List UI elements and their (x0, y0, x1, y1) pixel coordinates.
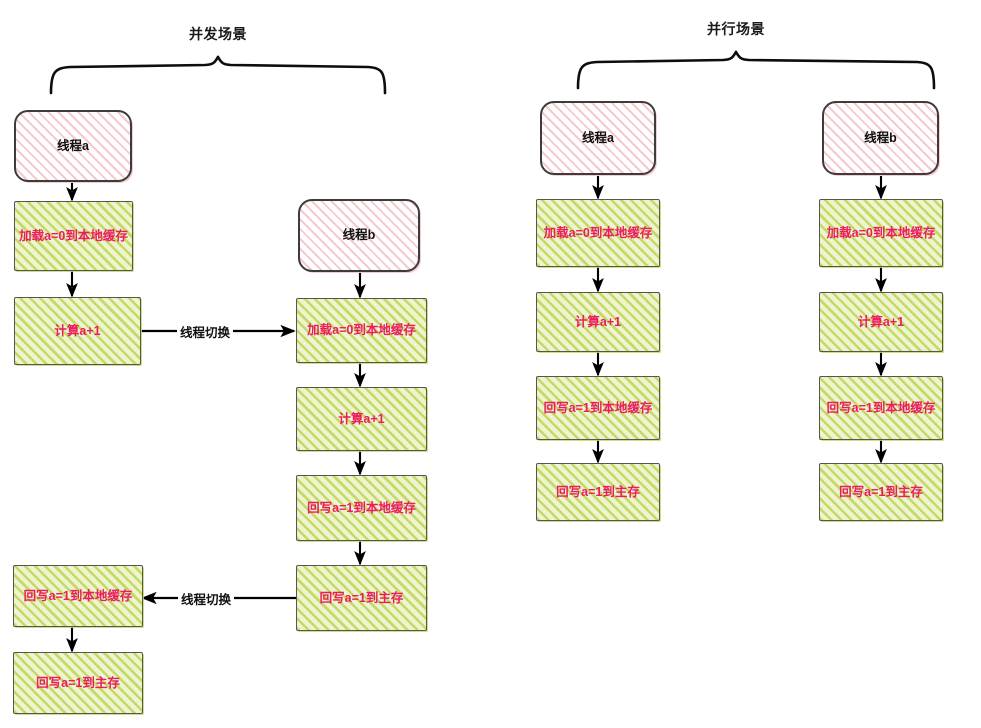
node-label: 线程a (57, 138, 89, 153)
thread-switch-label-bottom: 线程切换 (178, 589, 235, 608)
brace-parallel (576, 50, 936, 90)
node-label: 回写a=1到本地缓存 (543, 400, 653, 415)
node-label: 回写a=1到主存 (36, 675, 120, 690)
node-label: 回写a=1到主存 (839, 484, 923, 499)
concurrent-a-writecache-node[interactable]: 回写a=1到本地缓存 (13, 565, 143, 627)
node-label: 加载a=0到本地缓存 (307, 323, 416, 338)
parallel-b-compute-node[interactable]: 计算a+1 (819, 292, 943, 352)
node-label: 加载a=0到本地缓存 (543, 225, 653, 240)
node-label: 计算a+1 (857, 314, 905, 329)
node-label: 计算a+1 (574, 314, 622, 329)
parallel-a-load-node[interactable]: 加载a=0到本地缓存 (536, 199, 660, 267)
node-label: 回写a=1到本地缓存 (826, 400, 936, 415)
section-title-parallel: 并行场景 (707, 21, 765, 37)
section-title-concurrent: 并发场景 (189, 26, 247, 42)
parallel-b-load-node[interactable]: 加载a=0到本地缓存 (819, 199, 943, 267)
parallel-b-writecache-node[interactable]: 回写a=1到本地缓存 (819, 376, 943, 440)
concurrent-b-load-node[interactable]: 加载a=0到本地缓存 (296, 298, 427, 363)
arrows-thread-switch (141, 324, 428, 605)
node-label: 回写a=1到主存 (319, 590, 404, 605)
thread-switch-label-top: 线程切换 (177, 322, 234, 341)
parallel-thread-b-node[interactable]: 线程b (822, 101, 939, 175)
node-label: 线程b (864, 130, 897, 145)
parallel-b-writemain-node[interactable]: 回写a=1到主存 (819, 463, 943, 521)
node-label: 计算a+1 (54, 323, 101, 338)
concurrent-b-compute-node[interactable]: 计算a+1 (296, 387, 427, 451)
node-label: 线程b (342, 228, 376, 243)
concurrent-a-writemain-node[interactable]: 回写a=1到主存 (13, 652, 143, 714)
node-label: 线程a (582, 130, 614, 145)
concurrent-a-compute-node[interactable]: 计算a+1 (14, 297, 141, 365)
node-label: 计算a+1 (338, 411, 385, 426)
concurrent-b-writecache-node[interactable]: 回写a=1到本地缓存 (296, 475, 427, 541)
parallel-a-writecache-node[interactable]: 回写a=1到本地缓存 (536, 376, 660, 440)
concurrent-thread-a-node[interactable]: 线程a (14, 110, 132, 182)
concurrent-thread-b-node[interactable]: 线程b (298, 199, 420, 272)
node-label: 回写a=1到本地缓存 (23, 588, 133, 603)
concurrent-a-load-node[interactable]: 加载a=0到本地缓存 (14, 201, 133, 271)
parallel-thread-a-node[interactable]: 线程a (540, 101, 656, 175)
parallel-a-compute-node[interactable]: 计算a+1 (536, 292, 660, 352)
node-label: 加载a=0到本地缓存 (19, 228, 128, 243)
parallel-a-writemain-node[interactable]: 回写a=1到主存 (536, 463, 660, 521)
concurrent-b-writemain-node[interactable]: 回写a=1到主存 (296, 565, 427, 631)
node-label: 回写a=1到本地缓存 (307, 500, 416, 515)
node-label: 回写a=1到主存 (556, 484, 640, 499)
node-label: 加载a=0到本地缓存 (826, 225, 936, 240)
brace-concurrent (49, 55, 387, 95)
